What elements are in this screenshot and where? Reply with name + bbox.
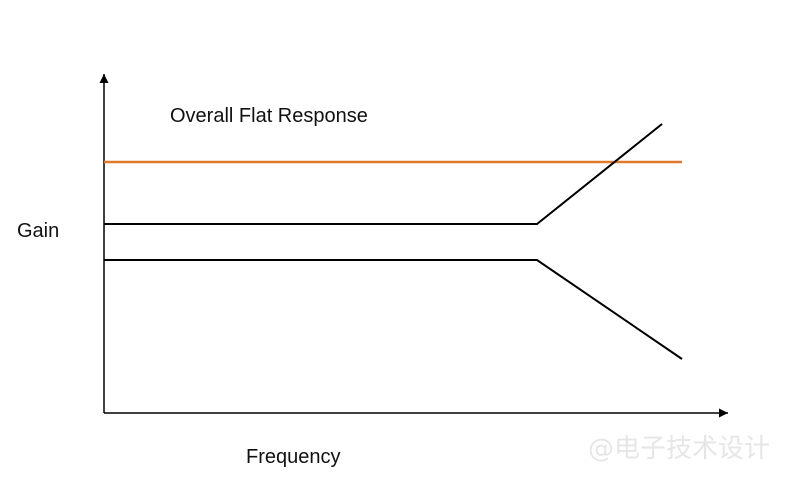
x-axis-label: Frequency bbox=[246, 446, 341, 468]
watermark: @电子技术设计 bbox=[588, 434, 771, 464]
overall-flat-response-label: Overall Flat Response bbox=[170, 105, 368, 127]
falling-gain-curve bbox=[104, 259, 683, 360]
y-axis-label: Gain bbox=[17, 220, 60, 242]
rising-gain-curve bbox=[104, 123, 663, 225]
